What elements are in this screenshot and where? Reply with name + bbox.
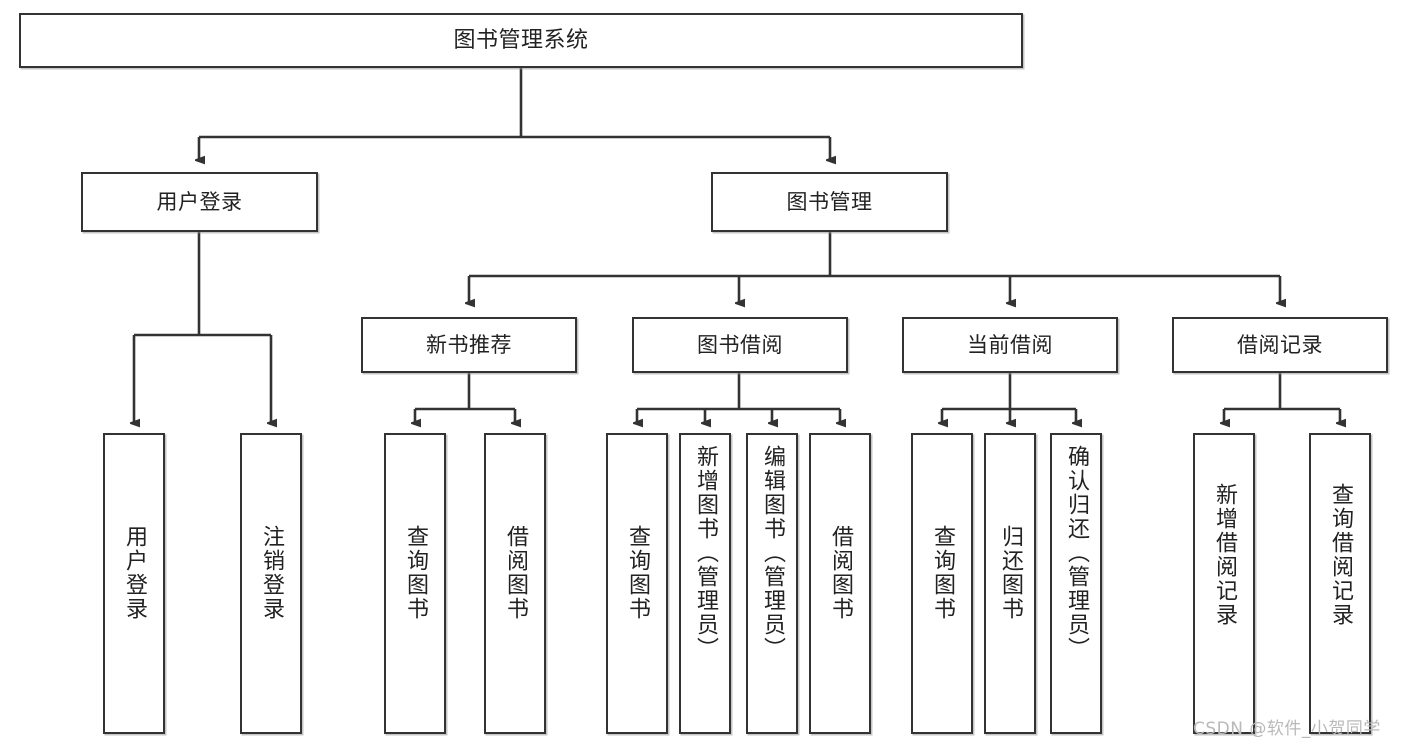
leaf-user-login-login[interactable]: 用户登录 [103, 433, 165, 734]
node-label: 借阅图书 [827, 525, 853, 621]
node-label: 用户登录 [121, 525, 147, 621]
node-label: 图书借阅 [697, 332, 783, 357]
node-label: 用户登录 [156, 189, 243, 214]
node-label: 新书推荐 [426, 332, 512, 357]
leaf-borrow-record-add-record[interactable]: 新增借阅记录 [1193, 433, 1255, 734]
leaf-user-login-logout[interactable]: 注销登录 [240, 433, 302, 734]
node-label: 确认归还（管理员） [1063, 445, 1089, 661]
node-label: 借阅记录 [1237, 332, 1323, 357]
node-current-borrow[interactable]: 当前借阅 [902, 317, 1118, 373]
node-book-borrow[interactable]: 图书借阅 [632, 317, 848, 373]
leaf-new-book-query-book[interactable]: 查询图书 [384, 433, 446, 734]
leaf-current-borrow-query-book[interactable]: 查询图书 [911, 433, 973, 734]
leaf-current-borrow-confirm-return-admin[interactable]: 确认归还（管理员） [1050, 433, 1102, 734]
node-root-book-management-system[interactable]: 图书管理系统 [19, 13, 1023, 68]
node-book-management[interactable]: 图书管理 [711, 172, 948, 232]
node-label: 新增图书（管理员） [692, 445, 718, 661]
node-user-login[interactable]: 用户登录 [81, 172, 318, 232]
node-label: 注销登录 [258, 525, 284, 621]
node-label: 查询图书 [402, 525, 428, 621]
node-label: 当前借阅 [967, 332, 1053, 357]
node-label: 查询图书 [929, 525, 955, 621]
leaf-new-book-borrow-book[interactable]: 借阅图书 [484, 433, 546, 734]
leaf-book-borrow-edit-book-admin[interactable]: 编辑图书（管理员） [746, 433, 798, 734]
node-label: 归还图书 [997, 525, 1023, 621]
node-new-book-recommend[interactable]: 新书推荐 [361, 317, 577, 373]
watermark-csdn: CSDN @软件_小贺同学 [1193, 719, 1381, 739]
node-label: 编辑图书（管理员） [759, 445, 785, 661]
node-label: 查询图书 [624, 525, 650, 621]
node-label: 图书管理 [786, 189, 873, 214]
leaf-book-borrow-add-book-admin[interactable]: 新增图书（管理员） [679, 433, 731, 734]
leaf-current-borrow-return-book[interactable]: 归还图书 [984, 433, 1036, 734]
node-borrow-record[interactable]: 借阅记录 [1172, 317, 1388, 373]
leaf-book-borrow-borrow-book[interactable]: 借阅图书 [809, 433, 871, 734]
node-label: 新增借阅记录 [1211, 483, 1237, 627]
node-label: 图书管理系统 [453, 27, 589, 53]
leaf-book-borrow-query-book[interactable]: 查询图书 [606, 433, 668, 734]
node-label: 查询借阅记录 [1327, 483, 1353, 627]
node-label: 借阅图书 [502, 525, 528, 621]
leaf-borrow-record-query-record[interactable]: 查询借阅记录 [1309, 433, 1371, 734]
